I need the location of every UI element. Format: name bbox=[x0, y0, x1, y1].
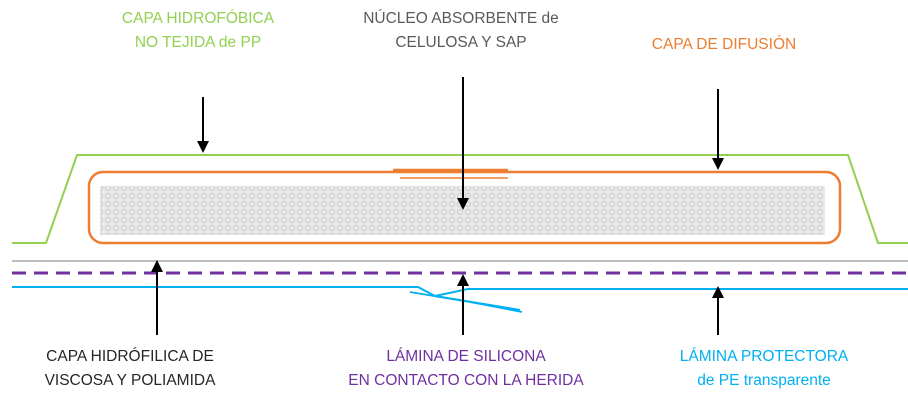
label-hydrophilic-line1: CAPA HIDRÓFILICA DE bbox=[46, 348, 214, 365]
label-diffusion-layer: CAPA DE DIFUSIÓN bbox=[652, 33, 796, 57]
label-silicone-sheet: LÁMINA DE SILICONA EN CONTACTO CON LA HE… bbox=[348, 345, 583, 393]
arrow-hydrophobic bbox=[197, 97, 209, 153]
label-silicone-line1: LÁMINA DE SILICONA bbox=[386, 348, 546, 365]
arrow-absorbent-core bbox=[457, 77, 469, 210]
label-hydrophobic-line1: CAPA HIDROFÓBICA bbox=[121, 10, 275, 27]
arrow-hydrophilic-layer bbox=[151, 260, 163, 335]
label-protective-sheet: LÁMINA PROTECTORA de PE transparente bbox=[680, 345, 849, 393]
arrow-diffusion-layer bbox=[712, 89, 724, 170]
label-silicone-line2: EN CONTACTO CON LA HERIDA bbox=[348, 372, 584, 389]
label-absorbent-line2: CELULOSA Y SAP bbox=[395, 34, 527, 51]
label-protective-line1: LÁMINA PROTECTORA bbox=[679, 348, 849, 365]
label-hydrophilic-line2: VISCOSA Y POLIAMIDA bbox=[44, 372, 216, 389]
label-protective-line2: de PE transparente bbox=[697, 372, 831, 389]
label-hydrophobic-line2: NO TEJIDA de PP bbox=[134, 34, 262, 51]
protective-sheet-flap bbox=[434, 288, 908, 297]
arrow-protective-sheet bbox=[712, 286, 724, 335]
label-absorbent-core: NÚCLEO ABSORBENTE de CELULOSA Y SAP bbox=[363, 7, 559, 55]
protective-sheet-release-tab bbox=[409, 291, 523, 313]
diffusion-layer-outline bbox=[87, 170, 842, 245]
label-hydrophilic-layer: CAPA HIDRÓFILICA DE VISCOSA Y POLIAMIDA bbox=[45, 345, 216, 393]
arrow-silicone-sheet bbox=[457, 274, 469, 335]
label-absorbent-line1: NÚCLEO ABSORBENTE de bbox=[363, 10, 559, 27]
label-hydrophobic-layer: CAPA HIDROFÓBICA NO TEJIDA de PP bbox=[122, 7, 274, 55]
label-diffusion-line1: CAPA DE DIFUSIÓN bbox=[651, 36, 797, 53]
